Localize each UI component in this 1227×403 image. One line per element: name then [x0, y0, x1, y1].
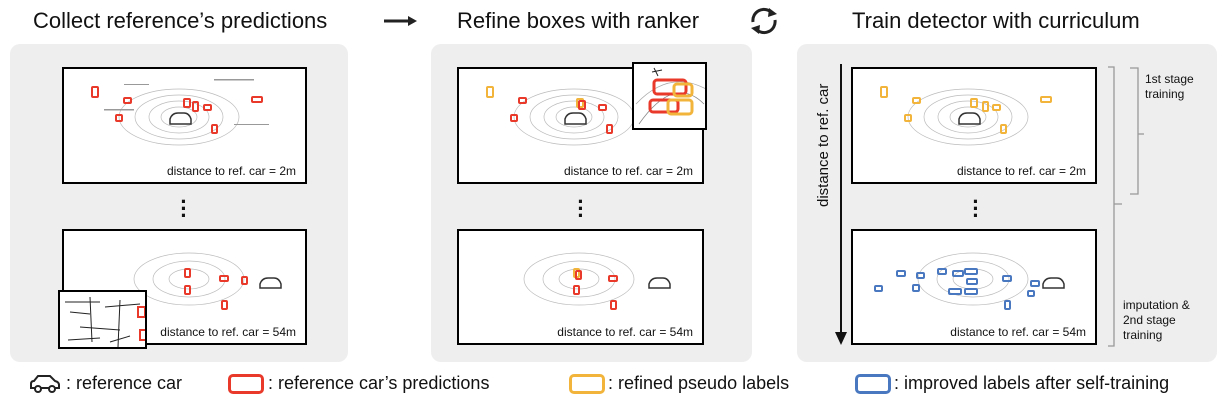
title-train: Train detector with curriculum	[852, 8, 1140, 33]
car-icon	[1042, 277, 1065, 289]
lidar-scan-near	[91, 79, 269, 146]
lidar-scan-far	[133, 252, 282, 310]
legend-reference-predictions: : reference car’s predictions	[268, 373, 490, 393]
second-stage-label: imputation & 2nd stage training	[1123, 298, 1190, 342]
legend-improved-labels: : improved labels after self-training	[894, 373, 1170, 393]
distance-label-far: distance to ref. car = 54m	[949, 325, 1087, 339]
title-collect: Collect reference’s predictions	[33, 8, 328, 33]
legend-reference-car: : reference car	[66, 373, 183, 393]
distance-axis-arrow	[835, 64, 847, 345]
stage-brackets	[1108, 66, 1144, 347]
distance-label-far: distance to ref. car = 54m	[556, 325, 694, 339]
distance-label-near: distance to ref. car = 2m	[165, 164, 297, 178]
ellipsis-dots: ···	[180, 189, 188, 228]
title-refine: Refine boxes with ranker	[457, 8, 700, 33]
refresh-cycle-icon	[751, 7, 777, 35]
distance-axis-label: distance to ref. car	[815, 83, 832, 207]
lidar-frame-far-refine: distance to ref. car = 54m	[457, 229, 704, 345]
first-stage-label: 1st stage training	[1145, 72, 1194, 101]
car-icon	[169, 112, 192, 125]
distance-label-near: distance to ref. car = 2m	[562, 164, 694, 178]
inset-reference-view	[58, 290, 147, 349]
distance-label-far: distance to ref. car = 54m	[159, 325, 297, 339]
legend-refined-labels: : refined pseudo labels	[608, 373, 790, 393]
car-icon	[564, 112, 587, 125]
lidar-frame-near-collect: distance to ref. car = 2m	[62, 67, 307, 184]
car-icon	[30, 375, 60, 393]
right-arrow-icon	[384, 16, 417, 26]
inset-box-refinement	[632, 62, 707, 130]
lidar-frame-far-train: distance to ref. car = 54m	[851, 229, 1097, 345]
legend-swatch-blue	[855, 374, 891, 394]
car-icon	[648, 277, 671, 289]
distance-label-near: distance to ref. car = 2m	[955, 164, 1087, 178]
legend-swatch-orange	[569, 374, 605, 394]
car-icon	[958, 112, 981, 125]
lidar-frame-near-train: distance to ref. car = 2m	[851, 67, 1097, 184]
ellipsis-dots: ···	[577, 189, 585, 228]
legend-swatch-red	[228, 374, 264, 394]
car-icon	[259, 277, 282, 289]
ellipsis-dots: ···	[972, 189, 980, 228]
